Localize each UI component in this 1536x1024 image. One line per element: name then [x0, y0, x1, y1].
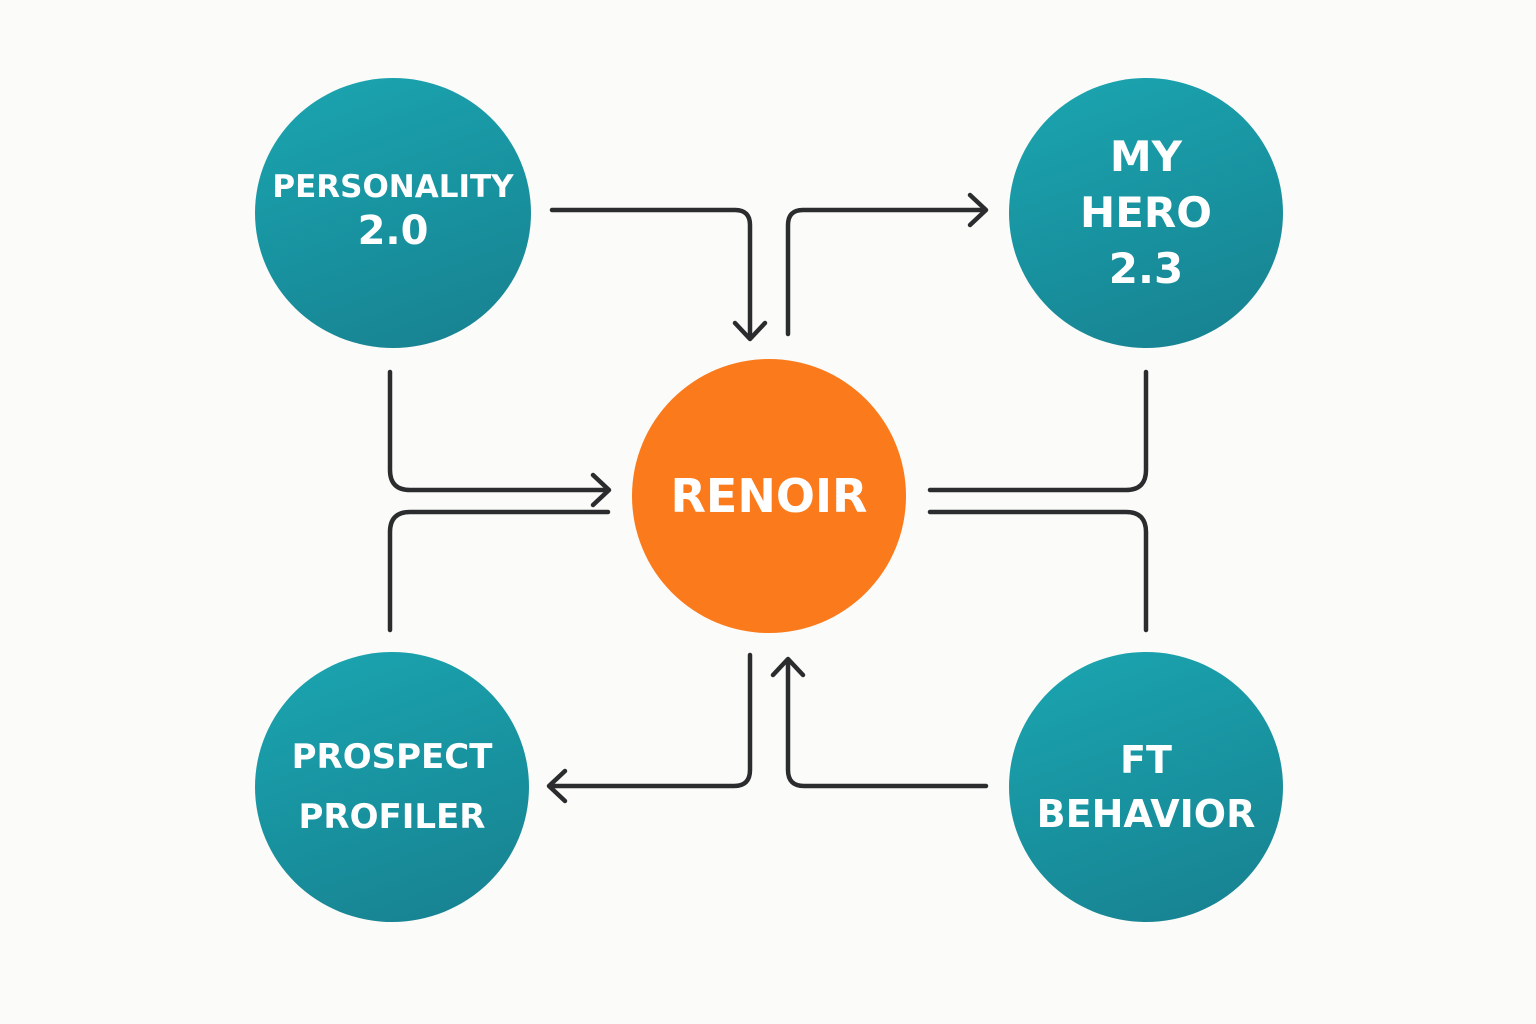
edge-personality-to-renoir-left [387, 369, 611, 493]
node-label-line: PERSONALITY [272, 169, 514, 205]
node-label-line: MY [1109, 132, 1183, 181]
edge-renoir-to-myhero-arrowhead [967, 192, 989, 228]
node-label-line: 2.0 [357, 208, 429, 254]
edge-myhero-to-renoir [927, 369, 1149, 493]
node-my-hero: MY HERO 2.3 [1009, 78, 1283, 348]
node-renoir: RENOIR [632, 359, 906, 633]
edge-personality-to-renoir-left-arrowhead [590, 472, 612, 508]
node-label-line: PROSPECT [291, 737, 493, 777]
edge-renoir-to-myhero [785, 207, 988, 337]
edge-ft-to-renoir-bottom-arrowhead [770, 656, 806, 678]
node-prospect-profiler: PROSPECT PROFILER [255, 652, 529, 922]
node-label-line: 2.3 [1108, 244, 1184, 293]
edge-personality-to-renoir-top-arrowhead [732, 320, 768, 342]
edge-ft-to-renoir-bottom [785, 657, 989, 789]
edge-prospect-to-renoir [387, 509, 611, 633]
node-personality: PERSONALITY 2.0 [255, 78, 531, 348]
edge-personality-to-renoir-top [549, 207, 753, 341]
edge-ft-to-renoir [927, 509, 1149, 633]
node-label-line: FT [1120, 738, 1172, 782]
edge-renoir-to-prospect [547, 652, 753, 789]
node-label-line: BEHAVIOR [1036, 792, 1256, 836]
node-label-line: RENOIR [670, 469, 868, 523]
node-label-line: HERO [1080, 188, 1212, 237]
edge-renoir-to-prospect-arrowhead [546, 768, 568, 804]
node-ft-behavior: FT BEHAVIOR [1009, 652, 1283, 922]
node-label-line: PROFILER [298, 797, 486, 837]
